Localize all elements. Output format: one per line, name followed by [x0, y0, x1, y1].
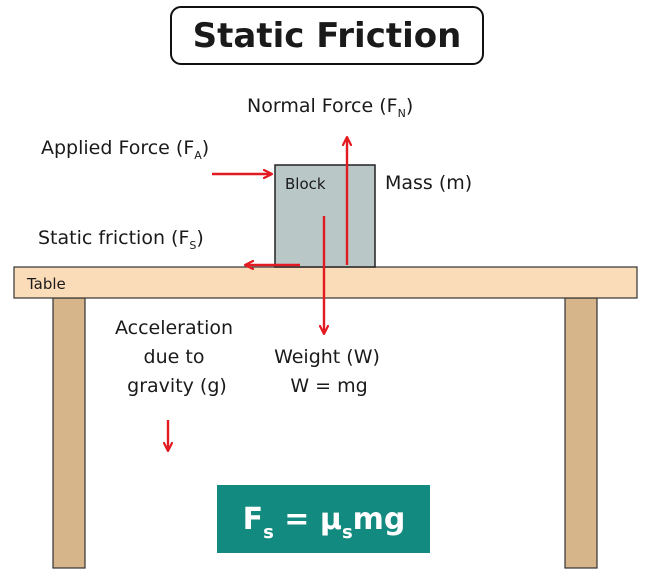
weight-label-line1: Weight (W): [274, 346, 380, 368]
acceleration-label-line1: Acceleration: [115, 317, 233, 339]
applied-force-label: Applied Force (FA): [41, 137, 209, 162]
table-leg-left: [52, 297, 86, 569]
formula-box: [217, 485, 430, 553]
formula-text: Fs = μsmg: [243, 502, 406, 543]
table-label: Table: [26, 275, 66, 293]
title-box: [170, 6, 484, 65]
mass-label: Mass (m): [385, 172, 472, 194]
normal-force-label: Normal Force (FN): [247, 95, 413, 120]
static-friction-label: Static friction (FS): [38, 227, 204, 252]
table-leg-right: [564, 297, 598, 569]
acceleration-label-line2: due to: [144, 346, 205, 368]
weight-label-line2: W = mg: [290, 375, 367, 397]
block-label: Block: [285, 175, 326, 193]
acceleration-label-line3: gravity (g): [127, 375, 227, 397]
diagram-title: Static Friction: [193, 16, 462, 56]
tabletop: [13, 266, 638, 299]
